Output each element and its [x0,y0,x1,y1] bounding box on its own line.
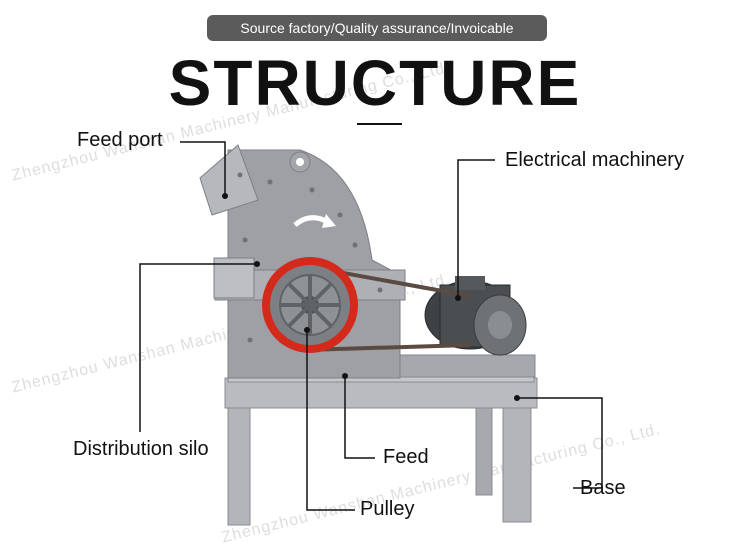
pulley-leader [306,330,355,511]
motor-terminal-box [455,276,485,290]
title-underline [357,123,402,125]
base-frame [224,377,538,409]
label-base: Base [580,477,626,499]
label-distribution-silo: Distribution silo [73,438,209,460]
electrical-machinery-leader [457,159,495,298]
distribution-silo-leader [139,263,257,432]
label-feed-port: Feed port [77,129,163,151]
page-title: STRUCTURE [168,47,582,119]
feed-port-leader [180,141,226,196]
header-banner: Source factory/Quality assurance/Invoica… [207,15,547,41]
rear-leg [475,404,493,496]
motor-platform [399,354,536,378]
label-pulley: Pulley [360,498,415,520]
front-right-leg [502,399,532,523]
label-electrical-machinery: Electrical machinery [505,149,684,171]
feed-leader [344,376,375,459]
front-left-leg [227,399,251,526]
label-feed: Feed [383,446,429,468]
base-leader [517,397,603,489]
